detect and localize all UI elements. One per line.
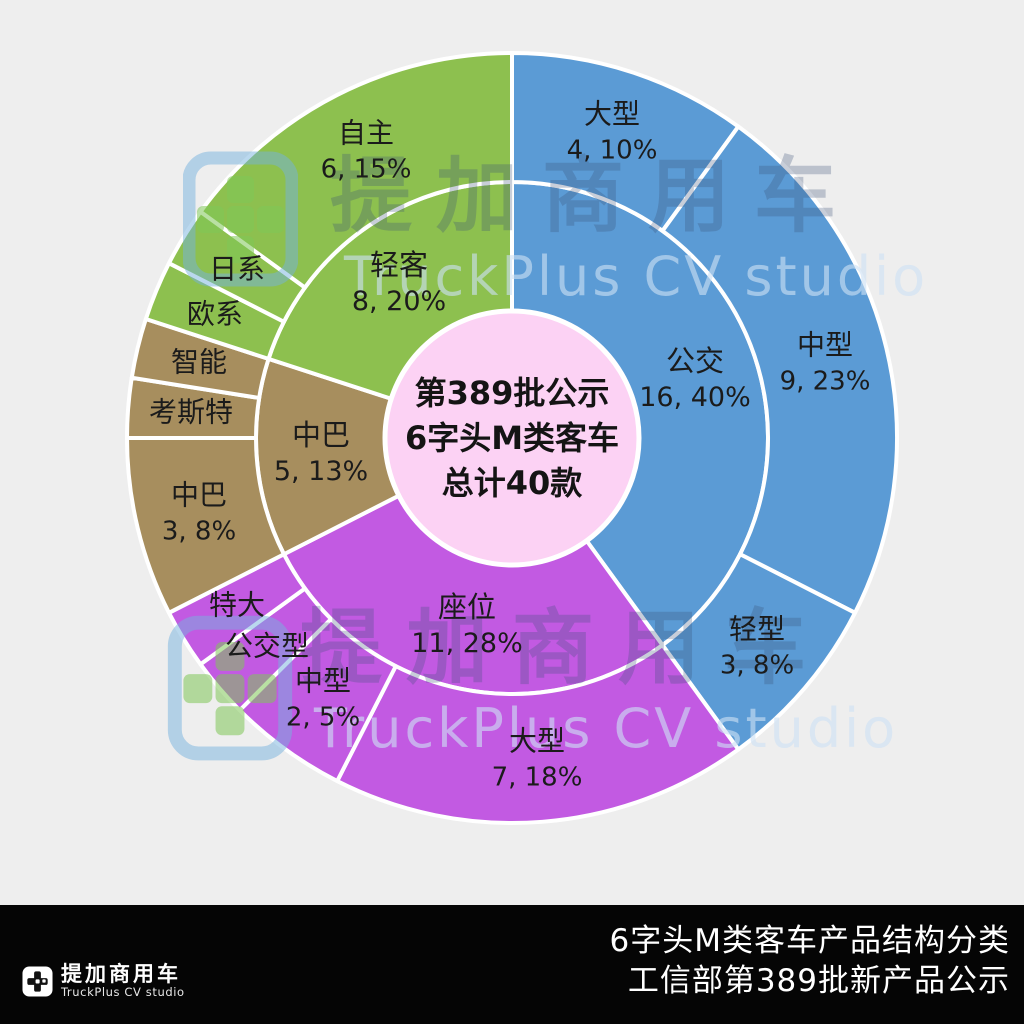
truckplus-logo-icon (22, 966, 53, 997)
center-circle (382, 308, 642, 568)
brand-name-en: TruckPlus CV studio (61, 985, 185, 1000)
footer-title-line-2: 工信部第389批新产品公示 (627, 963, 1010, 999)
brand-name-cn: 提加商用车 (61, 962, 181, 986)
footer-title-line-1: 6字头M类客车产品结构分类 (609, 923, 1010, 959)
outer-segment-1 (660, 124, 899, 615)
brand-text: 提加商用车 TruckPlus CV studio (61, 963, 185, 1000)
footer-bar: 6字头M类客车产品结构分类 工信部第389批新产品公示 提加商用车 TruckP… (0, 905, 1024, 1024)
brand-logo-block: 提加商用车 TruckPlus CV studio (22, 963, 185, 1000)
footer-title: 6字头M类客车产品结构分类 工信部第389批新产品公示 (610, 921, 1010, 1001)
